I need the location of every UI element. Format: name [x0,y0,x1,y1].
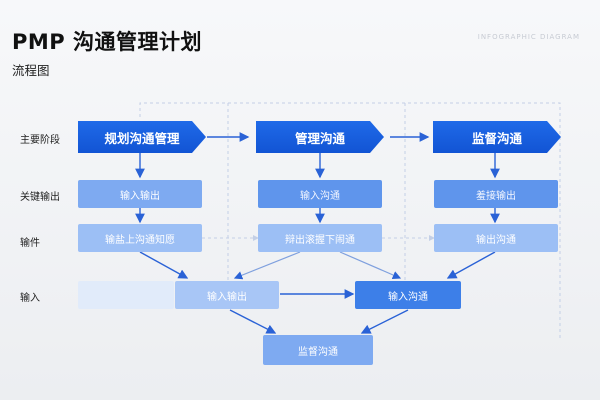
input-placeholder [78,281,174,309]
artifact-col3: 输出沟通 [434,224,558,252]
feedback-loop [139,102,561,340]
row-label-stages: 主要阶段 [20,135,60,146]
stage-label: 规划沟通管理 [104,130,180,146]
arrow-col2-artifact-right [339,251,402,279]
row-label-key-output: 关键输出 [20,192,60,203]
artifact-col1: 输盐上沟通知愿 [78,224,202,252]
arrow-col2-artifact-left [233,251,301,280]
artifact-col2: 辩出滚握下闹通 [258,224,382,252]
stage-label: 管理沟通 [294,130,345,146]
final-monitor-box: 监督沟通 [263,335,373,365]
page-title: PMP 沟通管理计划 [12,30,202,54]
arrow-col1-artifact-input [139,251,189,279]
page-subtitle: 流程图 [12,63,50,78]
key-output-col1: 输入输出 [78,180,202,208]
watermark: INFOGRAPHIC DIAGRAM [477,33,580,41]
stage-label: 监督沟通 [471,130,522,146]
key-output-col3: 羞接输出 [434,180,558,208]
input-col2: 输入沟通 [355,281,461,309]
row-label-inputs: 输入 [20,293,40,304]
stage-monitor-communications: 监督沟通 [433,121,561,153]
arrow-input1-final [229,309,277,334]
key-output-col2: 输入沟通 [258,180,382,208]
arrow-col3-artifact-input [446,251,496,279]
stage-manage-communications: 管理沟通 [256,121,384,153]
stage-plan-communications: 规划沟通管理 [78,121,206,153]
input-col1: 输入输出 [175,281,279,309]
arrow-input2-final [360,309,409,334]
row-label-artifacts: 输件 [20,238,40,249]
